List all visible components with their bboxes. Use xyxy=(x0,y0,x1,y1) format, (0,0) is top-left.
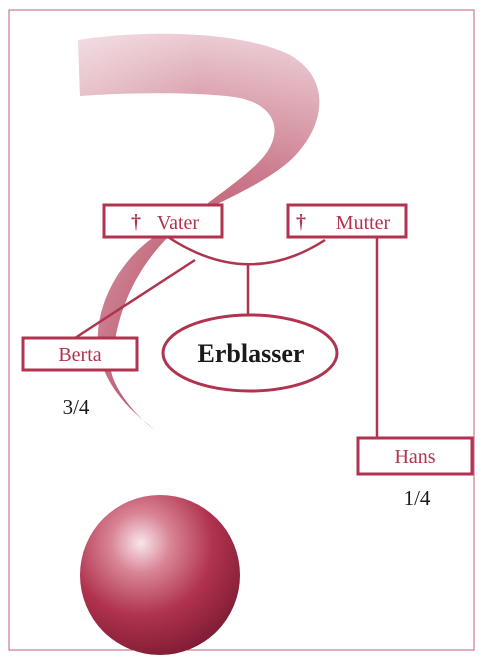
berta-share: 3/4 xyxy=(63,395,90,419)
node-hans-label: Hans xyxy=(394,446,435,468)
node-hans: Hans 1/4 xyxy=(358,438,472,510)
node-berta-label: Berta xyxy=(58,344,101,366)
hans-share: 1/4 xyxy=(404,486,431,510)
node-vater-label: Vater xyxy=(157,212,200,234)
node-berta: Berta 3/4 xyxy=(23,338,137,419)
node-erblasser: Erblasser xyxy=(163,315,337,391)
node-vater: † Vater xyxy=(104,205,222,237)
cross-icon: † xyxy=(296,211,306,233)
node-erblasser-label: Erblasser xyxy=(198,339,305,368)
node-mutter: † Mutter xyxy=(288,205,406,237)
node-mutter-label: Mutter xyxy=(336,212,391,234)
parents-arc xyxy=(168,237,325,264)
question-mark-dot xyxy=(80,495,240,655)
cross-icon: † xyxy=(131,211,141,233)
